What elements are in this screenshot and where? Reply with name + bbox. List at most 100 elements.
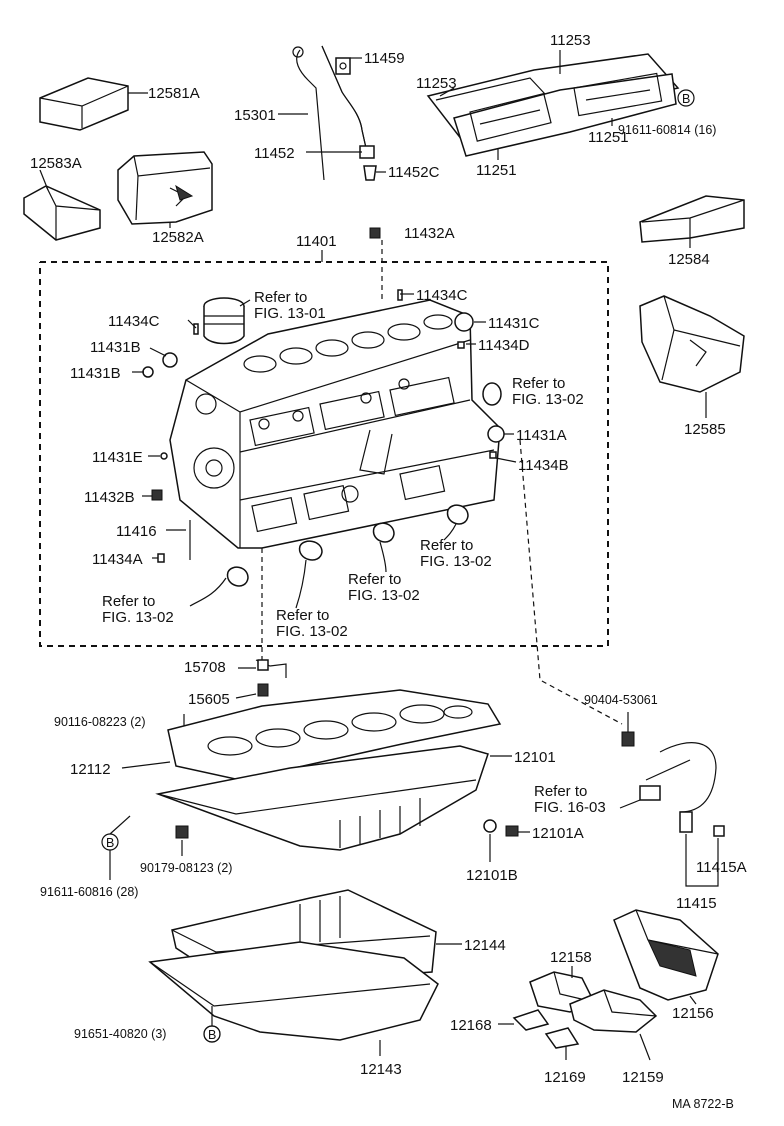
pin-11434A — [157, 553, 165, 563]
part-90404-bolt — [621, 731, 635, 747]
label-15605: 15605 — [188, 691, 230, 708]
label-11251-bottom: 11251 — [476, 162, 517, 179]
label-refer-to-1302-e: Refer to — [276, 607, 329, 624]
label-11431E: 11431E — [92, 449, 143, 466]
label-fig-16-03: FIG. 16-03 — [534, 799, 606, 816]
label-12159: 12159 — [622, 1069, 664, 1086]
label-90116: 90116-08223 (2) — [54, 715, 146, 729]
label-circle-b-2: B — [106, 836, 114, 850]
label-12101A: 12101A — [532, 825, 584, 842]
part-12169 — [544, 1027, 580, 1049]
part-11251-cover — [453, 72, 677, 157]
label-11431C: 11431C — [488, 315, 540, 332]
label-refer-to-1302-d: Refer to — [102, 593, 155, 610]
pin-11434B — [489, 451, 497, 459]
label-fig-13-02-d: FIG. 13-02 — [102, 609, 174, 626]
label-fig-13-02-c: FIG. 13-02 — [348, 587, 420, 604]
part-12583A — [23, 185, 101, 241]
label-circle-b-1: B — [682, 92, 690, 106]
label-12582A: 12582A — [152, 229, 204, 246]
label-fig-13-02-b: FIG. 13-02 — [420, 553, 492, 570]
bearing-c — [372, 522, 395, 543]
label-15301: 15301 — [234, 107, 276, 124]
label-fig-13-01: FIG. 13-01 — [254, 305, 326, 322]
label-11401: 11401 — [296, 233, 337, 250]
part-15708-bracket — [255, 659, 287, 678]
pin-11434D — [457, 341, 465, 349]
part-12156 — [613, 909, 719, 1001]
label-fig-13-02-e: FIG. 13-02 — [276, 623, 348, 640]
part-oil-pipe — [639, 742, 717, 813]
label-11434A: 11434A — [92, 551, 143, 568]
label-11416: 11416 — [116, 523, 157, 540]
label-11432B: 11432B — [84, 489, 135, 506]
part-12581A — [39, 77, 129, 131]
part-90179-nut — [175, 825, 189, 839]
label-12585: 12585 — [684, 421, 726, 438]
label-12158: 12158 — [550, 949, 592, 966]
label-11431B-1: 11431B — [90, 339, 141, 356]
part-11459-bracket — [335, 57, 351, 75]
label-12101B: 12101B — [466, 867, 518, 884]
part-12101A-plug — [505, 825, 519, 837]
part-11415A-nut — [713, 825, 725, 837]
label-refer-to-1302-a: Refer to — [512, 375, 565, 392]
label-fig-13-02-a: FIG. 13-02 — [512, 391, 584, 408]
label-91651: 91651-40820 (3) — [74, 1027, 166, 1041]
plug-refer-1302-a — [482, 382, 502, 406]
bearing-d — [446, 504, 469, 525]
label-11432A: 11432A — [404, 225, 455, 242]
label-11415: 11415 — [676, 895, 717, 912]
label-12112: 12112 — [70, 761, 111, 778]
plug-11431C — [454, 312, 474, 332]
label-refer-to-1301: Refer to — [254, 289, 307, 306]
label-11434C-left: 11434C — [108, 313, 160, 330]
plug-11431B-1 — [162, 352, 178, 368]
label-11253-top: 11253 — [550, 32, 591, 49]
part-12584 — [639, 195, 745, 243]
bolt-11432A — [369, 227, 381, 239]
pin-11434C-b — [193, 323, 199, 335]
label-refer-to-1302-c: Refer to — [348, 571, 401, 588]
part-11452-guide — [321, 45, 367, 149]
label-11434B: 11434B — [518, 457, 569, 474]
bearing-a — [226, 566, 249, 587]
label-12144: 12144 — [464, 937, 506, 954]
label-90404: 90404-53061 — [584, 693, 658, 707]
label-diagram-code: MA 8722-B — [672, 1097, 734, 1111]
label-12584: 12584 — [668, 251, 710, 268]
part-11452C-ring — [359, 145, 377, 181]
label-91611-60814: 91611-60814 (16) — [618, 123, 716, 137]
part-12159 — [569, 989, 658, 1033]
part-12101-oilpan — [155, 745, 489, 851]
engine-block-11401 — [169, 299, 501, 549]
label-11415A: 11415A — [696, 859, 747, 876]
label-refer-to-1603: Refer to — [534, 783, 587, 800]
piston-ref — [203, 297, 245, 345]
label-15708: 15708 — [184, 659, 226, 676]
label-11434C-right: 11434C — [416, 287, 468, 304]
bearing-b — [298, 540, 323, 561]
label-11251-right: 11251 — [588, 129, 629, 146]
label-12168: 12168 — [450, 1017, 492, 1034]
label-11431A: 11431A — [516, 427, 567, 444]
label-12156: 12156 — [672, 1005, 714, 1022]
pin-11434C-a — [397, 289, 403, 301]
label-91611-60816: 91611-60816 (28) — [40, 885, 138, 899]
label-refer-to-1302-b: Refer to — [420, 537, 473, 554]
label-12169: 12169 — [544, 1069, 586, 1086]
part-15605-bolt — [257, 683, 269, 697]
label-11452: 11452 — [254, 145, 295, 162]
label-90179: 90179-08123 (2) — [140, 861, 232, 875]
label-11431B-2: 11431B — [70, 365, 121, 382]
part-12112-gasket — [167, 689, 502, 781]
part-12582A — [117, 151, 213, 225]
label-11253-left: 11253 — [416, 75, 457, 92]
part-12585 — [639, 295, 745, 393]
part-15301-dipstick — [292, 46, 325, 181]
part-12101B-gasket — [483, 819, 497, 833]
label-12581A: 12581A — [148, 85, 200, 102]
part-12168 — [512, 1009, 550, 1031]
